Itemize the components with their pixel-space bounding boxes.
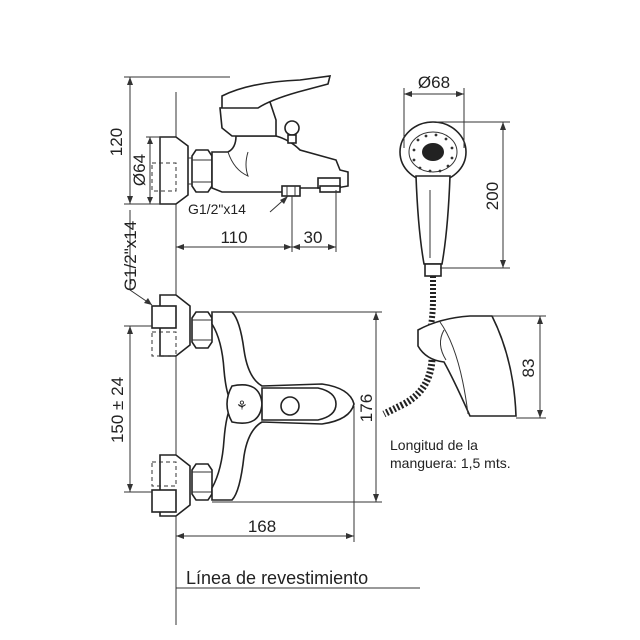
shower-head-nozzles [412, 133, 454, 173]
front-cartridge [226, 384, 263, 424]
front-mixer-view: ⚘ [151, 294, 355, 517]
shower-dimensions: Ø68 200 83 [403, 73, 546, 419]
wall-line-leader [175, 587, 420, 595]
wall-line-label: Línea de revestimiento [186, 568, 368, 588]
hose-length-line1: Longitud de la [390, 437, 478, 453]
top-nut [191, 149, 213, 193]
top-height-label: 120 [107, 128, 126, 156]
top-lever-handle [221, 75, 332, 109]
top-diverter-knob [284, 120, 300, 136]
front-height-label: 176 [357, 394, 376, 422]
top-hidden-eccentric [151, 162, 177, 192]
top-dimensions: 120 Ø64 G1/2"x14 110 30 [107, 76, 337, 252]
shower-handle [415, 175, 451, 265]
shower-wall-holder [417, 315, 517, 417]
hose-length-line2: manguera: 1,5 mts. [390, 455, 511, 471]
front-lower-nut [191, 463, 213, 501]
side-thread-label: G1/2"x14 [121, 221, 140, 291]
top-diameter-label: Ø64 [130, 154, 149, 186]
top-shower-outlet [281, 185, 301, 197]
front-dimensions: G1/2"x14 150 ± 24 176 168 [108, 210, 382, 542]
brand-mark-icon: ⚘ [236, 398, 248, 413]
front-diverter-knob [280, 396, 300, 416]
shower-hose-bottom [382, 359, 436, 418]
center-distance-label: 150 ± 24 [108, 377, 127, 443]
top-depth-label: 110 [220, 228, 247, 247]
top-spout-label: 30 [304, 228, 323, 247]
front-upper-nut [191, 311, 213, 349]
shower-diameter-label: Ø68 [418, 73, 450, 92]
top-mixer-view [151, 75, 349, 205]
front-depth-label: 168 [248, 517, 276, 536]
top-thread-label: G1/2"x14 [188, 201, 246, 217]
hand-shower-view [382, 121, 517, 418]
top-wall-flange [159, 136, 189, 205]
shower-length-label: 200 [483, 182, 502, 210]
holder-height-label: 83 [519, 359, 538, 378]
